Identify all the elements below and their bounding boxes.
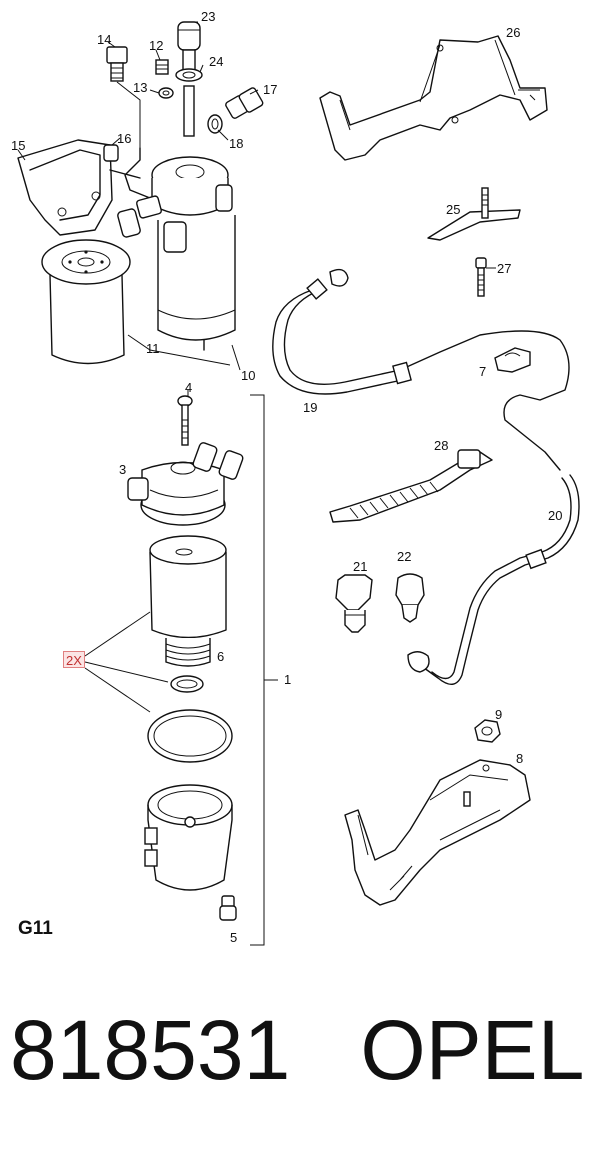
part-8-bracket: [344, 759, 531, 906]
part-6-filter-element: [149, 535, 227, 667]
callout-8: 8: [516, 751, 523, 766]
callout-5: 5: [230, 930, 237, 945]
part-23-bleed-screw: [177, 21, 201, 137]
callout-21: 21: [353, 559, 367, 574]
part-20-fuel-hose: [407, 474, 580, 685]
callout-27: 27: [497, 261, 511, 276]
part-3-filter-head: [127, 442, 244, 526]
callout-6: 6: [217, 649, 224, 664]
part-28-cable-strap: [329, 449, 493, 523]
callout-22: 22: [397, 549, 411, 564]
part-11-filter-element: [41, 239, 131, 365]
callout-3: 3: [119, 462, 126, 477]
callout-15: 15: [11, 138, 25, 153]
callout-14: 14: [97, 32, 111, 47]
callout-12: 12: [149, 38, 163, 53]
part-25-clip: [427, 187, 521, 241]
callout-10: 10: [241, 368, 255, 383]
part-o-ring-small: [170, 675, 204, 693]
part-12-nut: [155, 59, 169, 75]
part-21-clip: [335, 574, 373, 633]
quantity-badge: 2X: [63, 651, 85, 668]
callout-20: 20: [548, 508, 562, 523]
part-10-filter-assembly: [117, 147, 236, 351]
callout-19: 19: [303, 400, 317, 415]
leader-lines-top-left: [17, 21, 259, 371]
part-14-bolt: [106, 46, 128, 82]
quantity-leader-lines: [84, 390, 189, 713]
callout-23: 23: [201, 9, 215, 24]
group-label: G11: [18, 918, 53, 939]
callout-18: 18: [229, 136, 243, 151]
part-9-nut: [474, 719, 501, 743]
callout-labels: 23 14 12 24 13 17 26 16 18 15 25 27 11 1…: [11, 9, 562, 945]
group-1-bracket: [250, 394, 278, 946]
part-19-fuel-hose: [272, 268, 570, 471]
callout-16: 16: [117, 131, 131, 146]
brand-name: OPEL: [360, 1003, 585, 1097]
part-15-bracket: [17, 139, 141, 236]
callout-11: 11: [146, 341, 160, 356]
callout-25: 25: [446, 202, 460, 217]
callout-1: 1: [284, 672, 291, 687]
part-o-ring-large: [147, 709, 233, 763]
part-27-stud: [475, 257, 496, 297]
callout-13: 13: [133, 80, 147, 95]
callout-28: 28: [434, 438, 448, 453]
part-24-seal: [175, 68, 203, 82]
part-22-clip: [395, 573, 425, 623]
part-4-bolt: [177, 395, 193, 446]
callout-7: 7: [479, 364, 486, 379]
callout-9: 9: [495, 707, 502, 722]
part-16-cap: [103, 144, 119, 162]
callout-26: 26: [506, 25, 520, 40]
part-7-clip: [494, 347, 531, 373]
part-number: 818531: [10, 1003, 291, 1097]
part-26-bracket: [319, 35, 548, 161]
part-17-banjo-fitting: [225, 87, 264, 119]
part-18-seal: [207, 114, 223, 134]
part-5-drain-screw: [219, 895, 237, 921]
callout-4: 4: [185, 380, 192, 395]
callout-17: 17: [263, 82, 277, 97]
callout-24: 24: [209, 54, 223, 69]
part-filter-bowl: [144, 784, 233, 891]
part-13-washer: [158, 87, 174, 99]
